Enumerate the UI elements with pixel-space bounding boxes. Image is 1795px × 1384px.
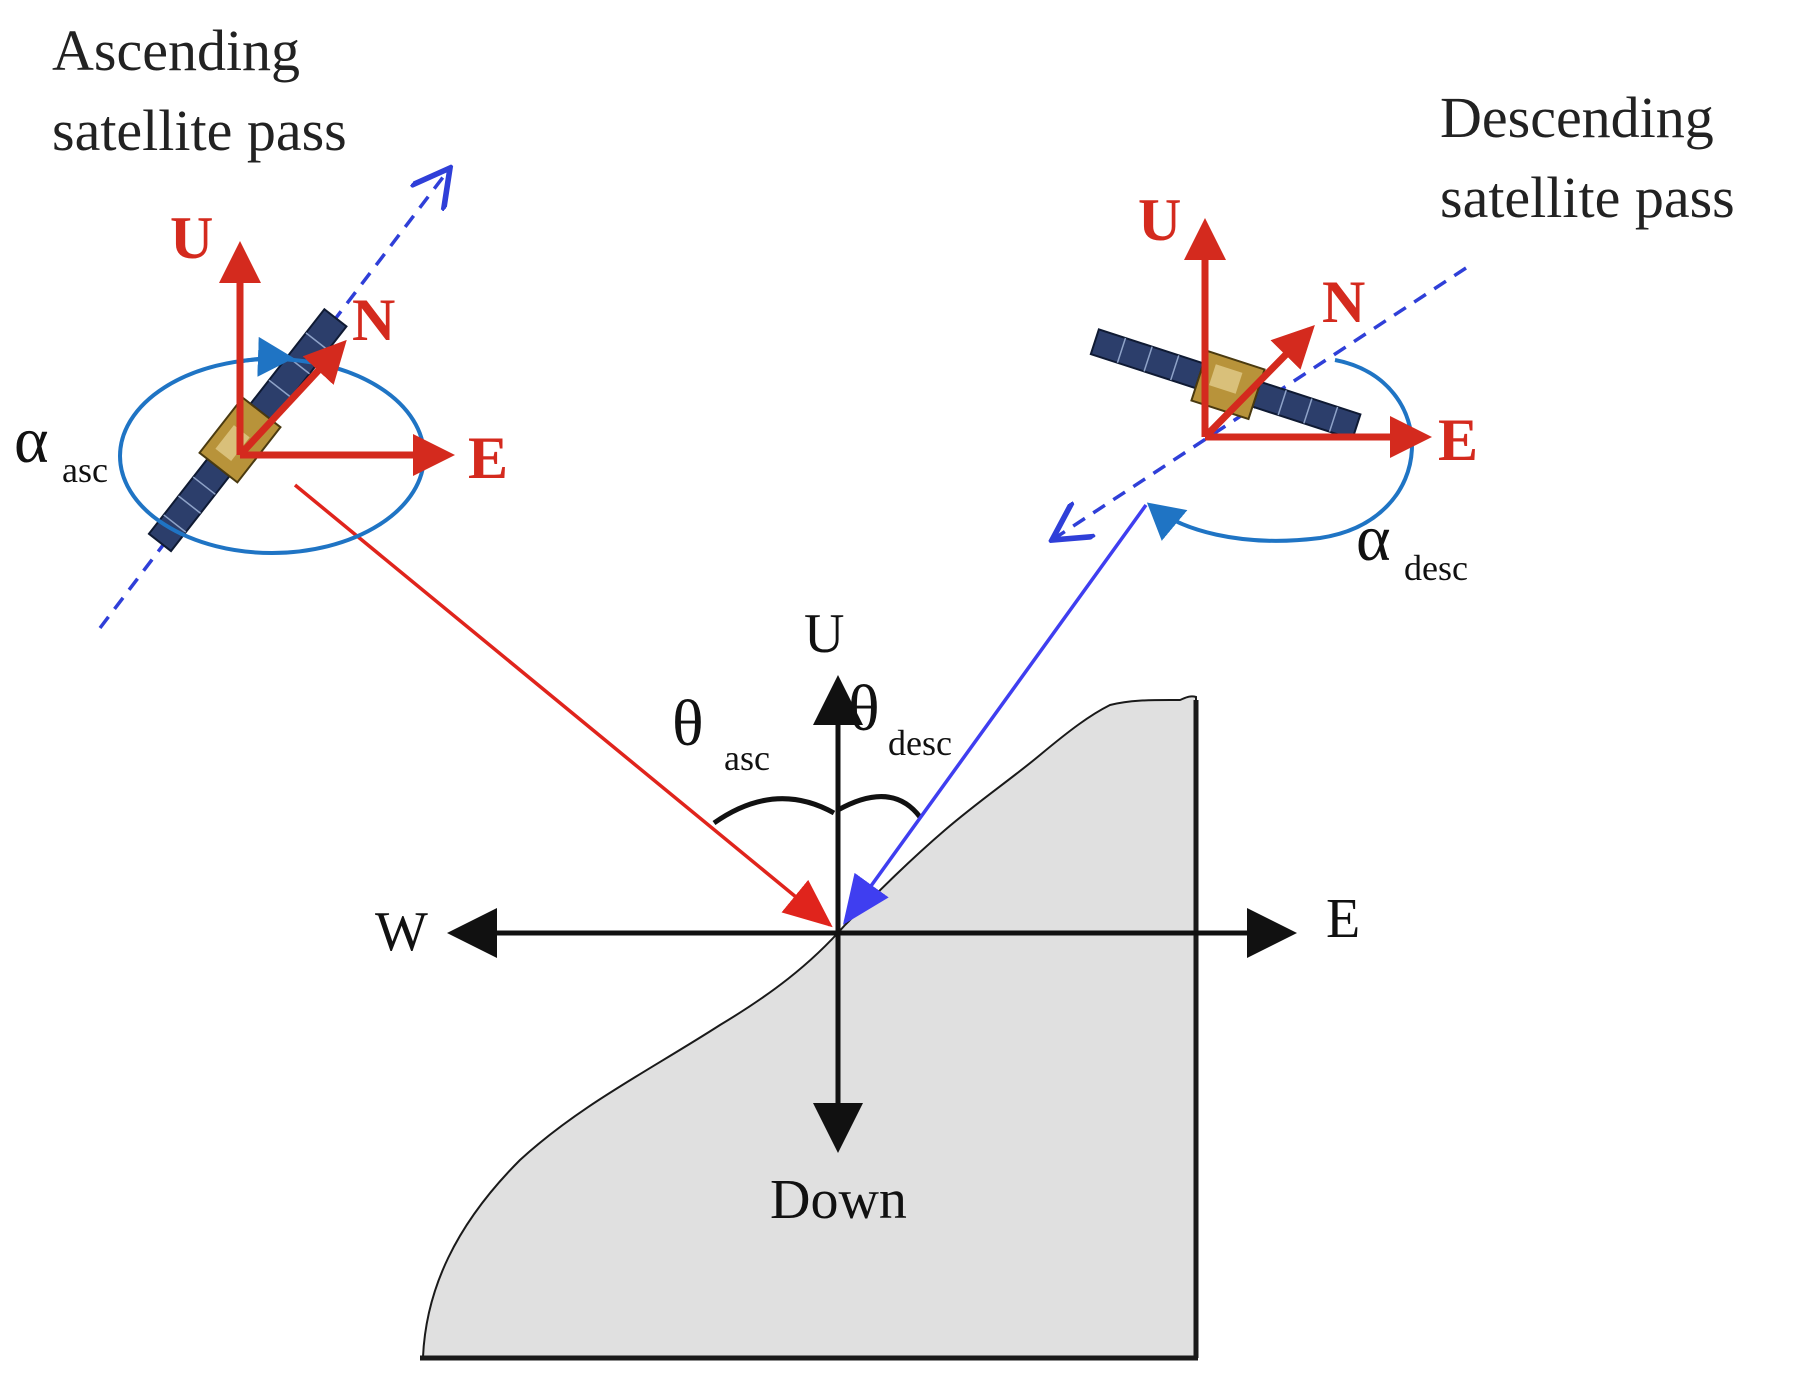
desc-frame-east-label: E <box>1438 407 1478 473</box>
asc-frame-up-label: U <box>170 205 213 271</box>
theta-desc-subscript: desc <box>888 723 952 763</box>
terrain-block <box>421 695 1197 1358</box>
ground-east-label: E <box>1326 888 1360 950</box>
theta-asc-symbol: θ <box>672 687 704 760</box>
alpha-asc-symbol: α <box>14 404 49 477</box>
look-vector-ascending <box>293 483 833 928</box>
alpha-asc-subscript: asc <box>62 450 108 490</box>
descending-label-line2: satellite pass <box>1440 165 1735 230</box>
desc-frame-up-label: U <box>1138 187 1181 253</box>
ascending-label-line1: Ascending <box>52 18 300 83</box>
desc-frame-north <box>1202 325 1315 440</box>
asc-frame-north-label: N <box>352 287 395 353</box>
asc-frame-east-label: E <box>468 425 508 491</box>
satellite-icon <box>1089 328 1362 441</box>
alpha-desc-symbol: α <box>1356 502 1391 575</box>
ground-up-label: U <box>804 603 844 665</box>
theta-desc-arc <box>836 794 922 819</box>
asc-frame-north <box>237 339 347 458</box>
descending-label-line1: Descending <box>1440 85 1714 150</box>
ascending-label-line2: satellite pass <box>52 98 347 163</box>
ground-down-label: Down <box>770 1169 907 1231</box>
satellite-icon <box>147 307 348 553</box>
alpha-desc-ellipse <box>1146 358 1414 543</box>
desc-frame-north-label: N <box>1322 269 1365 335</box>
theta-asc-subscript: asc <box>724 738 770 778</box>
theta-asc-arc <box>712 796 836 826</box>
look-vector-descending <box>842 503 1148 925</box>
theta-desc-symbol: θ <box>848 672 880 745</box>
alpha-desc-subscript: desc <box>1404 548 1468 588</box>
ground-west-label: W <box>375 901 428 963</box>
